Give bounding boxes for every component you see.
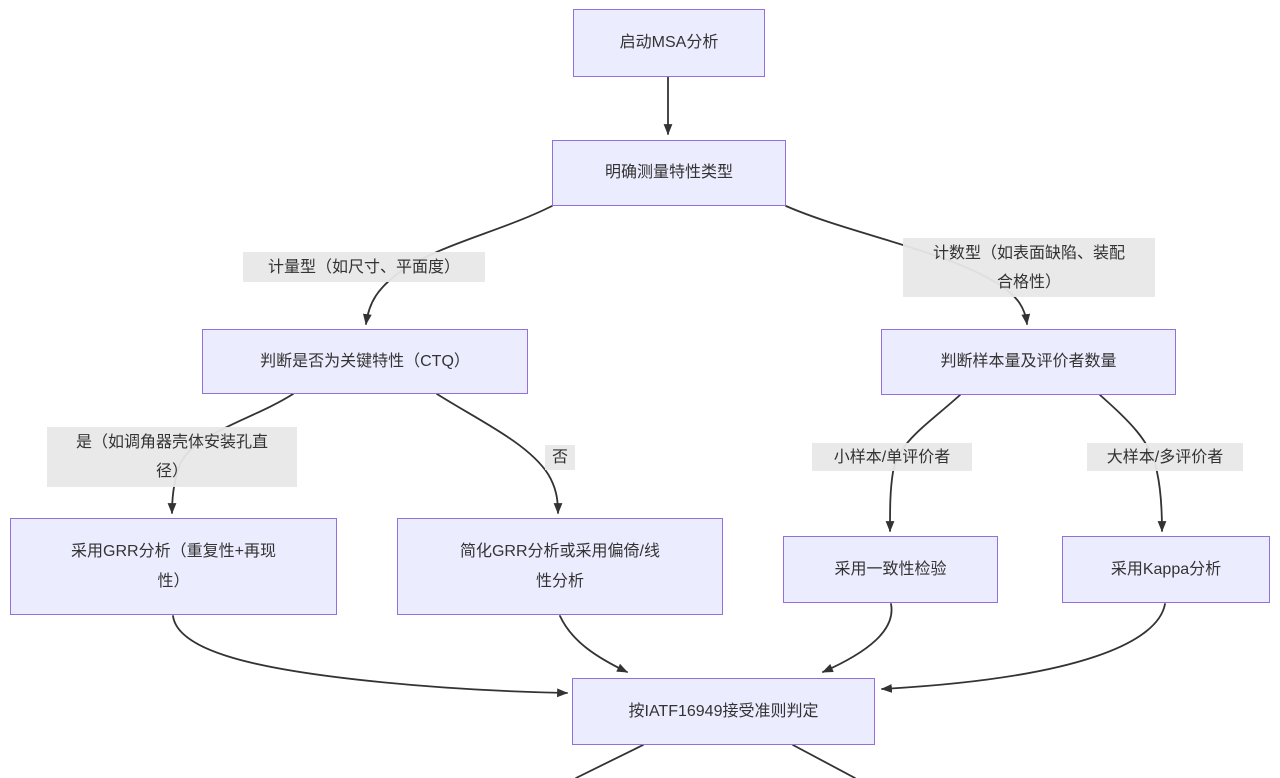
node-start-msa-label: 启动MSA分析 bbox=[619, 34, 719, 51]
node-sample-decision: 判断样本量及评价者数量 bbox=[881, 329, 1176, 395]
edge-label-variable-type: 计量型（如尺寸、平面度） bbox=[243, 252, 485, 282]
edge-label-small-sample: 小样本/单评价者 bbox=[812, 443, 972, 471]
edge-iatf-out-left bbox=[575, 744, 644, 778]
edge-label-no: 否 bbox=[545, 445, 575, 470]
node-kappa-analysis-label: 采用Kappa分析 bbox=[1110, 560, 1222, 578]
node-measurement-type-label: 明确测量特性类型 bbox=[604, 164, 733, 181]
edge-label-yes-text: 是（如调角器壳体安装孔直 径） bbox=[75, 434, 268, 480]
edge-label-attribute-type-text: 计数型（如表面缺陷、装配 合格性） bbox=[932, 244, 1125, 291]
edge-label-no-text: 否 bbox=[551, 449, 568, 466]
edge-iatf-out-right bbox=[792, 744, 856, 778]
node-iatf-criteria: 按IATF16949接受准则判定 bbox=[572, 678, 875, 745]
edge-label-large-sample-text: 大样本/多评价者 bbox=[1106, 448, 1224, 466]
node-consistency-check: 采用一致性检验 bbox=[783, 536, 998, 603]
node-ctq-decision: 判断是否为关键特性（CTQ） bbox=[202, 329, 528, 394]
node-grr-analysis: 采用GRR分析（重复性+再现 性） bbox=[10, 518, 337, 615]
node-kappa-analysis: 采用Kappa分析 bbox=[1062, 536, 1270, 603]
edge-label-attribute-type: 计数型（如表面缺陷、装配 合格性） bbox=[903, 238, 1155, 297]
node-simplified-grr: 简化GRR分析或采用偏倚/线 性分析 bbox=[397, 518, 723, 615]
node-ctq-decision-label: 判断是否为关键特性（CTQ） bbox=[260, 352, 470, 370]
edge-label-variable-type-text: 计量型（如尺寸、平面度） bbox=[267, 258, 460, 276]
node-sample-decision-label: 判断样本量及评价者数量 bbox=[940, 353, 1117, 370]
node-measurement-type: 明确测量特性类型 bbox=[552, 140, 786, 206]
edge-label-small-sample-text: 小样本/单评价者 bbox=[833, 448, 951, 466]
node-start-msa: 启动MSA分析 bbox=[573, 9, 765, 77]
node-simplified-grr-label: 简化GRR分析或采用偏倚/线 性分析 bbox=[459, 542, 660, 590]
edge-label-large-sample: 大样本/多评价者 bbox=[1087, 443, 1243, 471]
edge-simplified-to-iatf bbox=[559, 615, 628, 673]
node-consistency-check-label: 采用一致性检验 bbox=[834, 560, 947, 578]
edge-grr-to-iatf bbox=[172, 615, 569, 698]
edge-consistency-to-iatf bbox=[821, 603, 893, 673]
edge-ctq-to-simplified bbox=[436, 393, 563, 515]
node-iatf-criteria-label: 按IATF16949接受准则判定 bbox=[628, 702, 819, 720]
edge-kappa-to-iatf bbox=[880, 603, 1166, 693]
edge-label-yes: 是（如调角器壳体安装孔直 径） bbox=[47, 427, 297, 487]
node-grr-analysis-label: 采用GRR分析（重复性+再现 性） bbox=[71, 542, 276, 590]
